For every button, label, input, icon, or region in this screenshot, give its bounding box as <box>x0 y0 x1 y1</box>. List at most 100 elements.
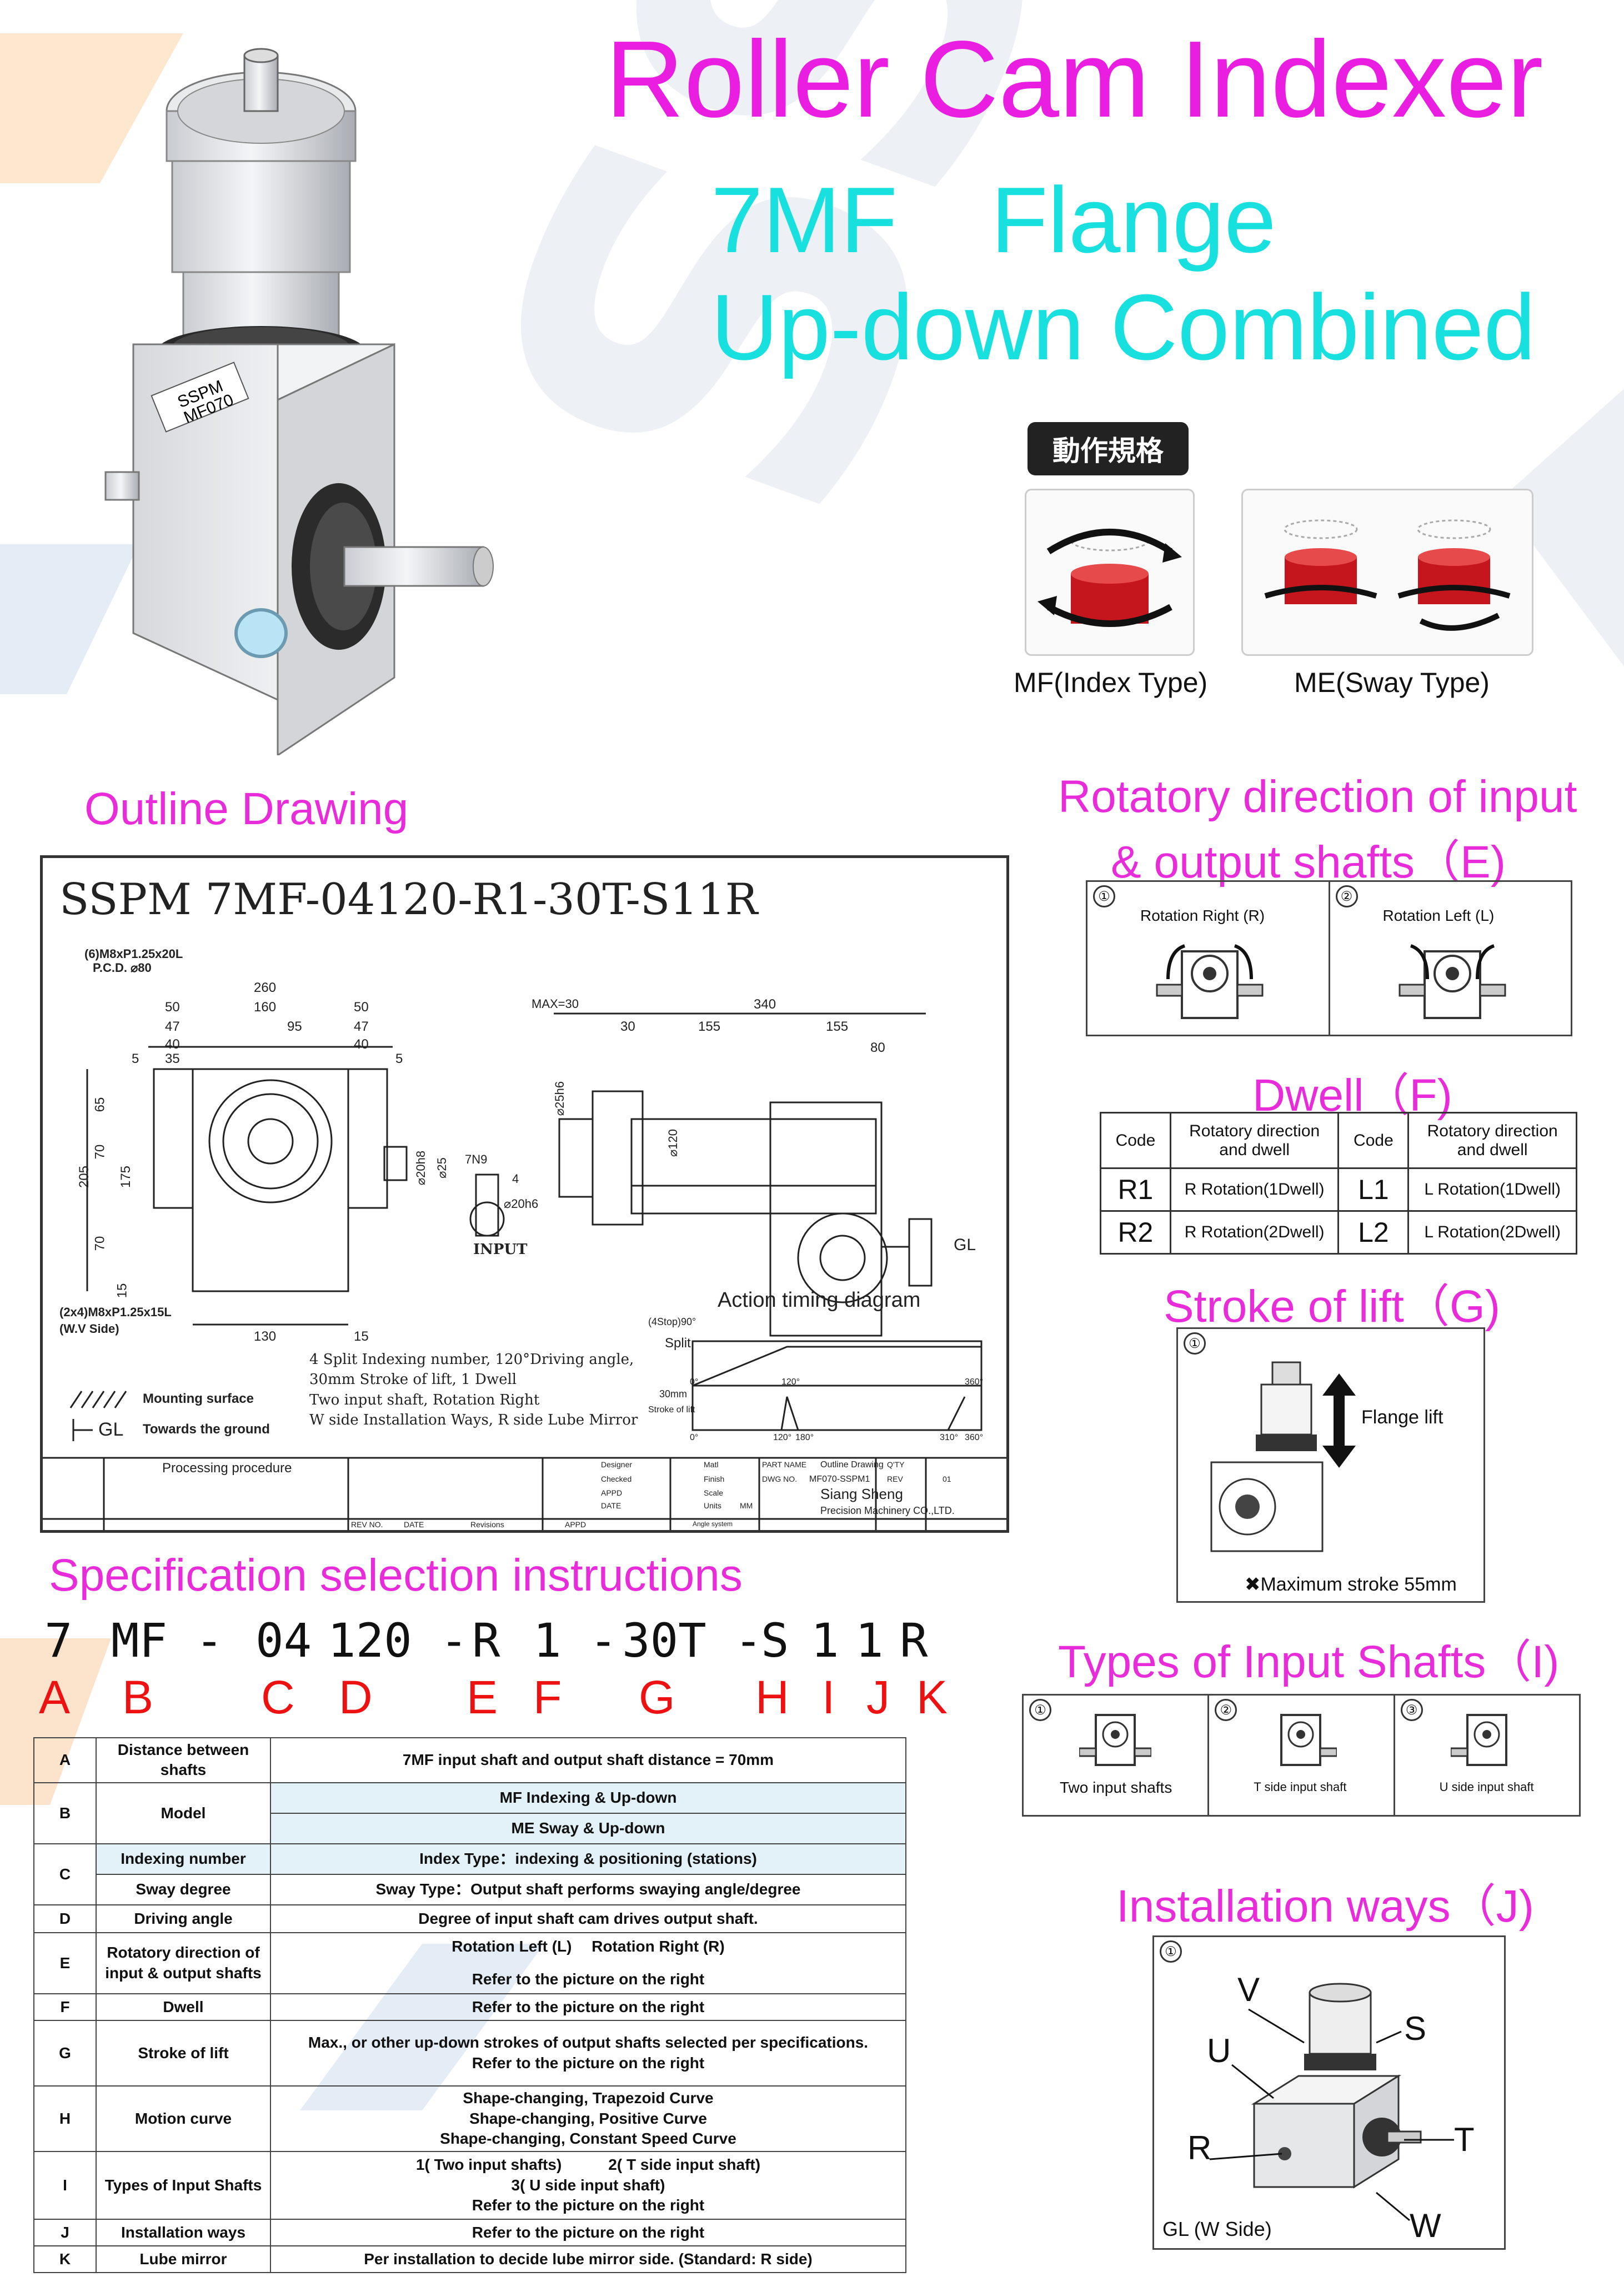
spec-value: Refer to the picture on the right <box>270 1993 906 2021</box>
legend-mounting: Mounting surface <box>143 1391 254 1406</box>
dwell-code: L2 <box>1337 1210 1410 1255</box>
letter-e: E <box>467 1671 498 1723</box>
timing-lift-top: 30mm <box>659 1388 688 1400</box>
tb-revisions: Revisions <box>470 1520 504 1529</box>
letter-g: G <box>639 1671 675 1723</box>
timing-split-label: Split <box>665 1336 691 1351</box>
subtitle-line-1: 7MF Flange <box>711 168 1276 272</box>
spec-row-k: K Lube mirror Per installation to decide… <box>33 2245 906 2273</box>
dwell-row: R1 R Rotation(1Dwell) L1 L Rotation(1Dwe… <box>1100 1167 1577 1212</box>
spec-table: A Distance between shafts 7MF input shaf… <box>33 1737 906 2273</box>
letter-j: J <box>866 1671 890 1723</box>
spec-value-line: Max., or other up-down strokes of output… <box>308 2034 869 2052</box>
spec-key: C <box>33 1843 97 1905</box>
spec-value-line: 1( Two input shafts) 2( T side input sha… <box>415 2156 761 2174</box>
tb-dwg-no: MF070-SSPM1 <box>809 1474 870 1484</box>
timing-tick-bottom-0: 0° <box>690 1433 699 1442</box>
dim-260: 260 <box>254 980 277 995</box>
spec-value-line: Refer to the picture on the right <box>472 1970 705 1988</box>
spec-name: Sway degree <box>96 1873 271 1905</box>
spec-name: Lube mirror <box>96 2245 271 2273</box>
spec-value: Shape-changing, Trapezoid Curve Shape-ch… <box>270 2085 906 2152</box>
dim-key: 7N9 <box>465 1152 488 1166</box>
dim-max30: MAX=30 <box>532 997 579 1011</box>
dim-40b: 40 <box>354 1037 369 1052</box>
tb-company-1: Siang Sheng <box>820 1486 903 1502</box>
tb-rev: REV <box>887 1474 903 1483</box>
spec-name: Indexing number <box>96 1843 271 1875</box>
spec-value: Refer to the picture on the right <box>270 2218 906 2246</box>
dim-47b: 47 <box>354 1019 369 1034</box>
input-two-shafts-cell: ① Two input shafts <box>1024 1696 1210 1815</box>
dim-35: 35 <box>165 1051 180 1066</box>
note-4: W side Installation Ways, R side Lube Mi… <box>309 1412 638 1429</box>
dim-pcd: P.C.D. ⌀80 <box>93 961 152 975</box>
mf-caption: MF(Index Type) <box>1014 667 1208 698</box>
timing-tick-bottom-2: 180° <box>795 1433 814 1442</box>
gl-label: GL <box>954 1236 976 1254</box>
input-label: INPUT <box>473 1241 528 1258</box>
stroke-heading: Stroke of lift（G) <box>1164 1281 1501 1332</box>
spec-key: A <box>33 1737 97 1783</box>
code-b: MF - <box>111 1613 224 1668</box>
legend-ground: Towards the ground <box>143 1422 270 1437</box>
tb-date2: DATE <box>601 1501 621 1510</box>
timing-tick-bottom-1: 120° <box>773 1433 792 1442</box>
rotation-left-cell: ② Rotation Left (L) <box>1330 882 1571 1035</box>
timing-title: Action timing diagram <box>718 1288 921 1312</box>
spec-key: I <box>33 2150 97 2220</box>
note-1: 4 Split Indexing number, 120°Driving ang… <box>309 1351 634 1368</box>
tb-finish: Finish <box>704 1474 725 1483</box>
dwell-col-desc: Rotatory direction and dwell <box>1407 1112 1577 1169</box>
installation-illustration <box>1209 1983 1454 2221</box>
dim-thread-top: (6)M8xP1.25x20L <box>84 947 183 961</box>
dim-65: 65 <box>92 1097 108 1112</box>
input-shafts-heading: Types of Input Shafts（I) <box>1058 1637 1560 1687</box>
timing-tick-top-0: 0° <box>690 1377 699 1387</box>
circled-number: ① <box>1029 1699 1051 1721</box>
spec-row-e: E Rotatory direction of input & output s… <box>33 1932 906 1994</box>
dim-120: ⌀120 <box>665 1129 680 1157</box>
page-subtitle: 7MF Flange Up-down Combined <box>711 167 1536 381</box>
u-side-shaft-icon <box>1450 1714 1507 1766</box>
spec-name: Model <box>96 1782 271 1844</box>
spec-value: Degree of input shaft cam drives output … <box>270 1904 906 1933</box>
dwell-col-code: Code <box>1337 1112 1410 1169</box>
dwell-header-row: Code Rotatory direction and dwell Code R… <box>1100 1112 1577 1169</box>
drawing-title: SSPM 7MF-04120-R1-30T-S11R <box>59 875 758 925</box>
spec-row-c2: Sway degree Sway Type：Output shaft perfo… <box>34 1873 906 1905</box>
dim-95: 95 <box>287 1019 302 1034</box>
spec-value-line: Refer to the picture on the right <box>472 2196 705 2214</box>
circled-number: ② <box>1215 1699 1237 1721</box>
motion-spec-label: 動作規格 <box>1027 422 1189 475</box>
install-u-label: U <box>1207 2032 1231 2069</box>
lift-arrow-icon <box>1322 1373 1356 1468</box>
outline-drawing: SSPM 7MF-04120-R1-30T-S11R <box>40 855 1009 1533</box>
code-e: R <box>472 1613 500 1668</box>
dim-thread-side: (2x4)M8xP1.25x15L <box>59 1305 172 1319</box>
rotation-right-cell: ① Rotation Right (R) <box>1087 882 1330 1035</box>
spec-row-d: D Driving angle Degree of input shaft ca… <box>33 1904 906 1933</box>
spec-name: Driving angle <box>96 1904 271 1933</box>
dim-155a: 155 <box>698 1019 721 1034</box>
input-u-side-cell: ③ U side input shaft <box>1395 1696 1579 1815</box>
install-s-label: S <box>1404 2010 1427 2047</box>
dim-5b: 5 <box>395 1051 403 1066</box>
install-r-label: R <box>1187 2129 1212 2166</box>
spec-value-line: 3( U side input shaft) <box>511 2176 665 2194</box>
code-j: 1 <box>855 1613 884 1668</box>
letter-i: I <box>822 1671 835 1723</box>
outline-drawing-heading: Outline Drawing <box>84 784 409 834</box>
spec-value: Index Type：indexing & positioning (stati… <box>270 1843 906 1875</box>
dwell-row: R2 R Rotation(2Dwell) L2 L Rotation(2Dwe… <box>1100 1210 1577 1255</box>
dwell-code: R1 <box>1100 1167 1171 1212</box>
circled-number: ③ <box>1400 1699 1423 1721</box>
dim-50a: 50 <box>165 1000 180 1015</box>
spec-key: H <box>33 2085 97 2152</box>
spec-value: Sway Type：Output shaft performs swaying … <box>270 1873 906 1905</box>
tb-part-name: Outline Drawing <box>820 1460 884 1470</box>
dim-20h8: ⌀20h8 <box>414 1150 428 1186</box>
spec-row-i: I Types of Input Shafts 1( Two input sha… <box>33 2150 906 2220</box>
dim-70b: 70 <box>92 1236 108 1251</box>
spec-value: 7MF input shaft and output shaft distanc… <box>270 1737 906 1783</box>
